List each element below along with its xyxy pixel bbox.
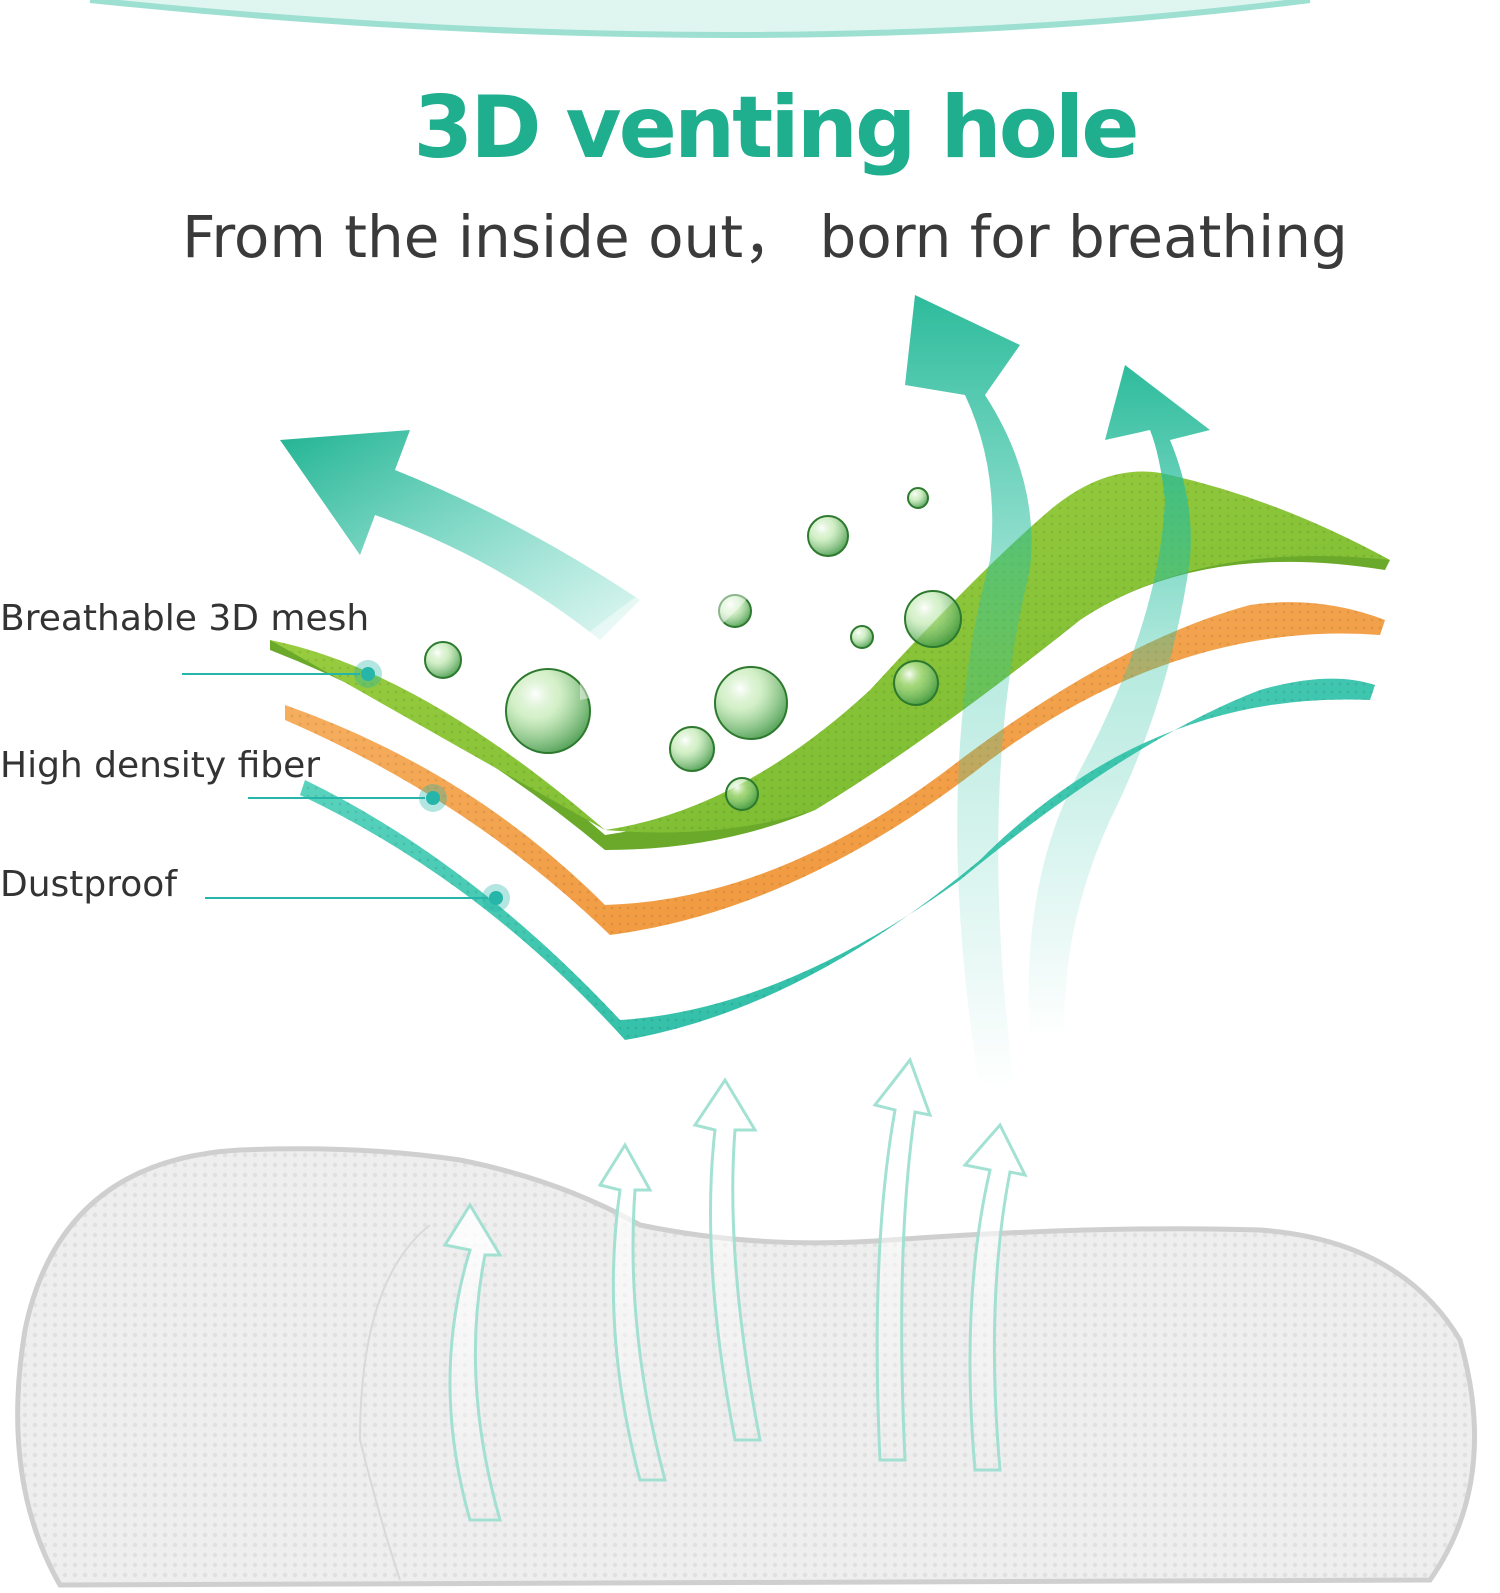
up-arrow-icon (442, 1056, 1028, 1522)
top-band-edge (89, 0, 1311, 38)
leader-line-fiber (248, 784, 447, 812)
page-title: 3D venting hole (413, 78, 1139, 178)
layer-fiber (285, 602, 1385, 935)
layer-mesh (270, 471, 1390, 850)
leader-line-dustproof (205, 884, 510, 912)
layer-label-fiber: High density fiber (0, 745, 321, 786)
layer-label-mesh: Breathable 3D mesh (0, 598, 370, 639)
water-drop-icon (424, 487, 962, 811)
left-arrow-icon (280, 430, 640, 640)
up-arrow-icon (1028, 365, 1210, 1040)
leader-line-mesh (182, 660, 382, 688)
airflow-swoosh (580, 520, 800, 700)
up-arrow-icon (905, 295, 1032, 1090)
layer-label-dustproof: Dustproof (0, 864, 177, 905)
page-subtitle: From the inside out， born for breathing (182, 203, 1348, 271)
